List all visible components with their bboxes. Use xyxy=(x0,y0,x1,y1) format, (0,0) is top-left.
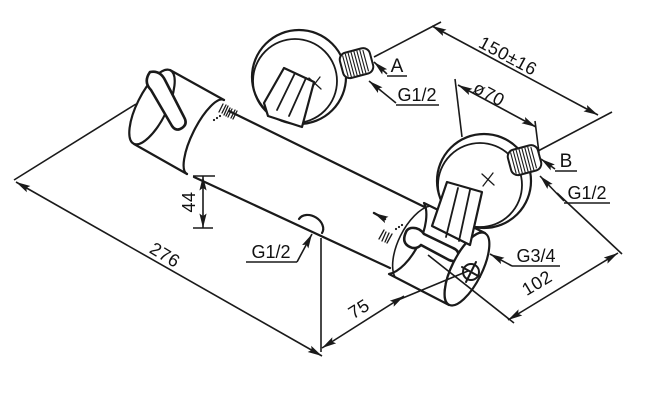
callout-bottom-outlet-thread: G1/2 xyxy=(246,233,313,263)
callout-b-thread-text: G1/2 xyxy=(567,183,606,203)
tube-bottom-edge xyxy=(192,175,392,270)
callout-a-text: A xyxy=(391,56,404,77)
temperature-handle xyxy=(128,68,226,176)
dim-overall-length: 276 xyxy=(13,103,323,357)
dim-outlet-drop-text: 44 xyxy=(179,191,199,212)
flow-direction-arrow-icon xyxy=(372,211,389,224)
dim-outlet-drop: 44 xyxy=(179,175,215,229)
temperature-scale-ticks xyxy=(218,103,238,120)
end-cap-screw-icon xyxy=(461,261,481,283)
callout-inlet-b: B xyxy=(540,151,577,172)
temperature-scale-dots xyxy=(212,114,222,122)
flange-b-face xyxy=(437,142,523,228)
thread-stub-a xyxy=(338,47,375,80)
union-nut-a xyxy=(262,66,316,129)
callout-inlet-b-thread: G1/2 xyxy=(539,175,610,204)
tube-top-edge xyxy=(227,109,449,220)
callout-hose-outlet-text: G3/4 xyxy=(516,246,555,266)
flow-scale-dots xyxy=(394,223,404,231)
union-nut-b xyxy=(430,180,484,247)
flange-b-center-cross-icon xyxy=(481,172,495,187)
wall-flange-b xyxy=(435,132,543,230)
dim-flange-diameter-text: ø70 xyxy=(470,78,508,111)
callout-bottom-outlet-text: G1/2 xyxy=(251,242,290,262)
thread-stub-b xyxy=(506,144,543,177)
callout-a-thread-text: G1/2 xyxy=(397,85,436,105)
dim-connection-spacing-text: 150±16 xyxy=(476,32,541,79)
callout-b-text: B xyxy=(560,151,573,172)
callout-inlet-a: A xyxy=(373,56,407,77)
temperature-indicator-teardrop-icon xyxy=(145,70,187,131)
flow-scale-ticks xyxy=(378,229,393,244)
callout-hose-outlet-thread: G3/4 xyxy=(489,246,560,267)
callout-inlet-a-thread: G1/2 xyxy=(368,80,439,106)
